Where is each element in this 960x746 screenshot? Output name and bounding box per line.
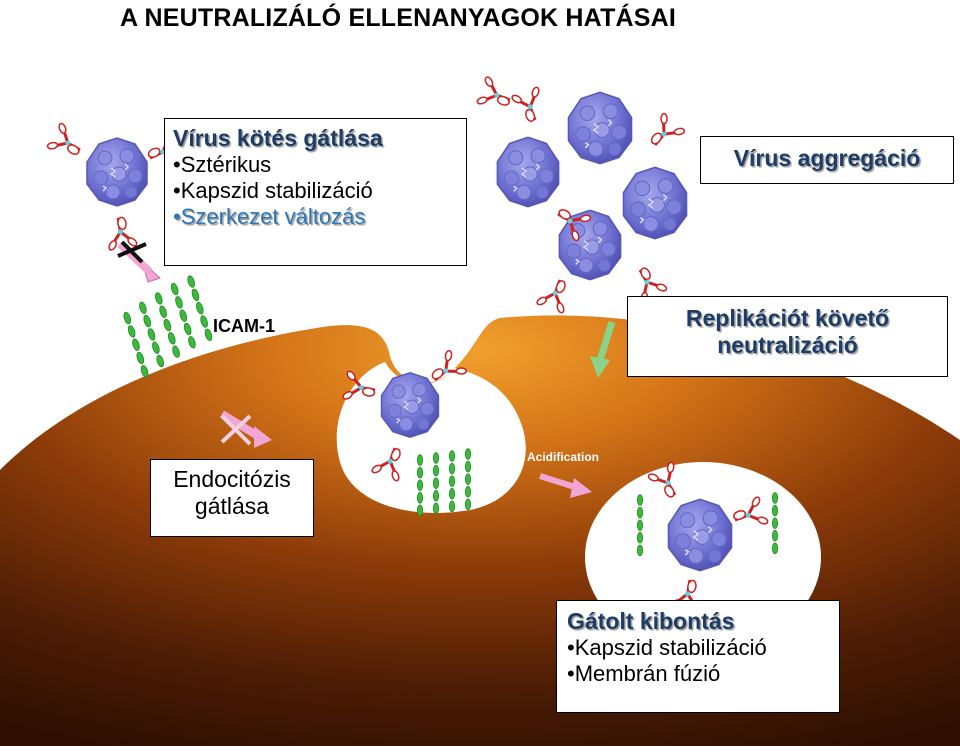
virus-particle-vesicle — [667, 498, 733, 572]
uncoating-item-fusion: •Membrán fúzió — [567, 661, 721, 686]
uncoating-box: Gátolt kibontás •Kapszid stabilizáció •M… — [556, 600, 840, 713]
binding-heading: Vírus kötés gátlása — [173, 125, 383, 151]
virus-particle-agg-2 — [567, 91, 633, 165]
virus-particle-binding — [86, 137, 148, 207]
virus-particle-agg-1 — [496, 136, 560, 208]
blocked-binding-icon — [117, 240, 161, 283]
post-replication-line2: neutralizáció — [717, 332, 858, 358]
acidification-arrow — [539, 473, 592, 498]
post-replication-arrow — [590, 320, 616, 378]
icam-label: ICAM-1 — [213, 316, 275, 336]
endocytosis-line1: Endocitózis — [173, 466, 291, 492]
virus-particle-endocytosed — [380, 371, 440, 439]
binding-item-structure: •Szerkezet változás — [173, 204, 366, 229]
endocytosis-box: Endocitózis gátlása — [150, 459, 314, 537]
binding-inhibition-box: Vírus kötés gátlása •Sztérikus •Kapszid … — [164, 118, 467, 266]
uncoating-item-capsid: •Kapszid stabilizáció — [567, 635, 767, 660]
acidification-label: Acidification — [527, 450, 600, 464]
binding-item-steric: •Sztérikus — [173, 152, 272, 177]
aggregation-heading: Vírus aggregáció — [733, 145, 921, 171]
post-replication-box: Replikációt követő neutralizáció — [627, 296, 948, 377]
blocked-endocytosis-icon — [219, 410, 272, 448]
uncoating-heading: Gátolt kibontás — [567, 608, 735, 634]
post-replication-line1: Replikációt követő — [685, 305, 890, 331]
aggregation-box: Vírus aggregáció — [700, 136, 954, 184]
virus-particle-agg-3 — [622, 166, 688, 240]
endocytosis-line2: gátlása — [194, 493, 270, 519]
page-title: A NEUTRALIZÁLÓ ELLENANYAGOK HATÁSAI — [120, 4, 677, 32]
binding-item-capsid: •Kapszid stabilizáció — [173, 178, 373, 203]
